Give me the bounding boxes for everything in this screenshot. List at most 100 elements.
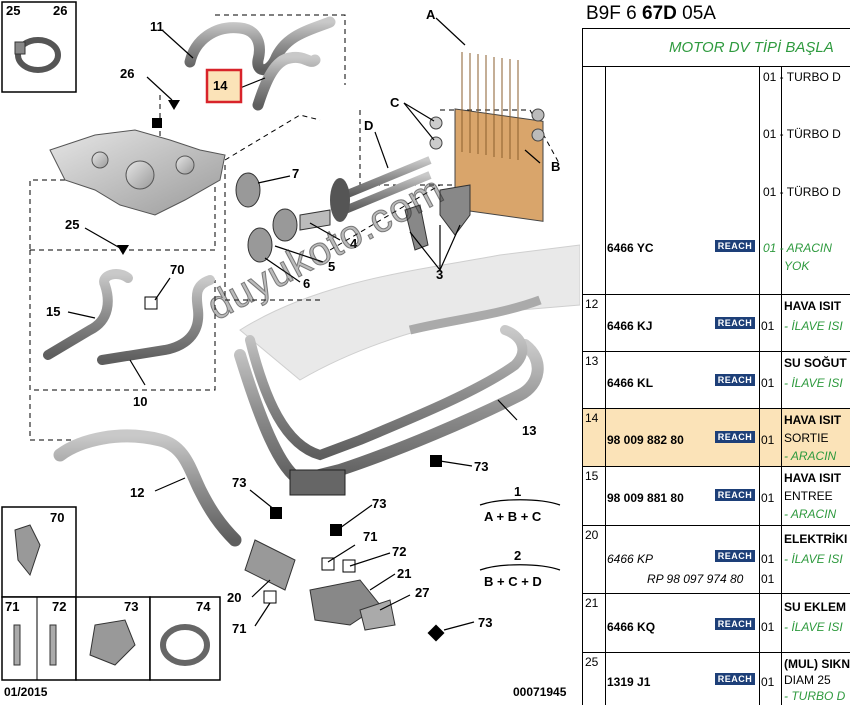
table-title: MOTOR DV TİPİ BAŞLA (583, 29, 850, 67)
callout-27: 27 (415, 585, 430, 600)
table-row[interactable]: 21 6466 KQ REACH 01 SU EKLEM - İLAVE ISI (583, 594, 850, 653)
row-index: 21 (585, 596, 599, 610)
row-qty: 01 (761, 491, 775, 505)
parts-diagram: 25 26 11 14 26 A C D B 7 25 3 4 5 6 15 7… (1, 1, 580, 699)
row-title: SU SOĞUT (784, 356, 847, 370)
row-sub: - TURBO D (784, 689, 846, 703)
row-index: 15 (585, 469, 599, 483)
callout-26-box: 26 (53, 3, 68, 18)
row-qty: 01 (761, 433, 775, 447)
row-line: YOK (784, 259, 810, 273)
callout-14[interactable]: 14 (213, 78, 228, 93)
row-qty: 01 (761, 675, 775, 689)
row-index: 14 (585, 411, 599, 425)
row-line: 01 - TURBO D (763, 70, 841, 84)
part-ref[interactable]: 1319 J1 (607, 675, 651, 689)
legend-2-number: 2 (514, 548, 522, 563)
table-row[interactable]: 13 6466 KL REACH 01 SU SOĞUT - İLAVE ISI (583, 352, 850, 409)
callout-25: 25 (65, 217, 80, 232)
callout-71-b: 71 (232, 621, 247, 636)
row-qty: 01 (761, 552, 775, 566)
part-ref-replacement[interactable]: RP 98 097 974 80 (647, 572, 744, 586)
legend-2-formula: B + C + D (484, 574, 542, 589)
row-sub: - İLAVE ISI (784, 376, 843, 390)
table-row[interactable]: 20 6466 KP REACH 01 RP 98 097 974 80 01 … (583, 526, 850, 594)
row-qty: 01 (761, 376, 775, 390)
callout-26: 26 (120, 66, 135, 81)
callout-72-box: 72 (52, 599, 67, 614)
part-ref[interactable]: 6466 KJ (607, 319, 653, 333)
diagram-drawing (1, 1, 580, 681)
row-line2: SORTIE (784, 431, 829, 445)
row-sub: - ARACIN (784, 449, 837, 463)
callout-B: B (551, 159, 561, 174)
table-row[interactable]: 12 6466 KJ REACH 01 HAVA ISIT - İLAVE IS… (583, 295, 850, 352)
row-title: (MUL) SIKN (784, 657, 850, 671)
row-title: ELEKTRİKI (784, 532, 848, 546)
row-qty: 01 (761, 620, 775, 634)
callout-4: 4 (350, 236, 358, 251)
diagram-date: 01/2015 (4, 685, 48, 699)
callout-74-box: 74 (196, 599, 211, 614)
reach-badge: REACH (715, 240, 755, 252)
reach-badge: REACH (715, 618, 755, 630)
part-ref[interactable]: 98 009 882 80 (607, 433, 684, 447)
callout-70-box: 70 (50, 510, 65, 525)
part-ref[interactable]: 98 009 881 80 (607, 491, 684, 505)
parts-table: MOTOR DV TİPİ BAŞLA 01 - TURBO D 01 - TÜ… (582, 28, 850, 705)
row-sub: - İLAVE ISI (784, 620, 843, 634)
callout-25-box: 25 (6, 3, 21, 18)
callout-71-box: 71 (5, 599, 20, 614)
row-qty2: 01 (761, 572, 775, 586)
row-line: 01 - ARACIN (763, 241, 832, 255)
row-index: 25 (585, 655, 599, 669)
row-title: SU EKLEM (784, 600, 847, 614)
row-line: 01 - TÜRBO D (763, 185, 841, 199)
model-code-bold: 67D (641, 3, 677, 24)
callout-72: 72 (392, 544, 407, 559)
legend-1-formula: A + B + C (484, 509, 542, 524)
row-title: HAVA ISIT (784, 299, 842, 313)
callout-A: A (426, 7, 436, 22)
callout-13: 13 (522, 423, 537, 438)
callout-21: 21 (397, 566, 412, 581)
callout-15: 15 (46, 304, 61, 319)
row-sub: - İLAVE ISI (784, 319, 843, 333)
callout-73-box: 73 (124, 599, 139, 614)
reach-badge: REACH (715, 431, 755, 443)
callout-73-d: 73 (478, 615, 493, 630)
callout-10: 10 (133, 394, 148, 409)
model-code-prefix: B9F 6 (586, 3, 637, 24)
reach-badge: REACH (715, 673, 755, 685)
row-title: HAVA ISIT (784, 413, 842, 427)
callout-71: 71 (363, 529, 378, 544)
callout-D: D (364, 118, 374, 133)
callout-5: 5 (328, 259, 336, 274)
table-row[interactable]: 15 98 009 881 80 REACH 01 HAVA ISIT ENTR… (583, 467, 850, 526)
callout-7: 7 (292, 166, 300, 181)
callout-12: 12 (130, 485, 145, 500)
callout-11: 11 (150, 19, 164, 34)
table-row-selected[interactable]: 14 98 009 882 80 REACH 01 HAVA ISIT SORT… (583, 409, 850, 467)
reach-badge: REACH (715, 374, 755, 386)
row-index: 12 (585, 297, 599, 311)
row-line2: DIAM 25 (784, 673, 831, 687)
callout-70: 70 (170, 262, 185, 277)
part-ref[interactable]: 6466 YC (607, 241, 654, 255)
part-ref[interactable]: 6466 KL (607, 376, 654, 390)
model-code: B9F 6 67D 05A (584, 0, 850, 28)
row-sub: - ARACIN (784, 507, 837, 521)
table-row[interactable]: 25 1319 J1 REACH 01 (MUL) SIKN DIAM 25 -… (583, 653, 850, 705)
row-title: HAVA ISIT (784, 471, 842, 485)
part-ref[interactable]: 6466 KP (607, 552, 654, 566)
row-sub: - İLAVE ISI (784, 552, 843, 566)
reach-badge: REACH (715, 317, 755, 329)
row-line2: ENTREE (784, 489, 833, 503)
part-ref[interactable]: 6466 KQ (607, 620, 656, 634)
callout-20: 20 (227, 590, 242, 605)
table-row[interactable]: 01 - TURBO D 01 - TÜRBO D 01 - TÜRBO D 6… (583, 67, 850, 295)
row-line: 01 - TÜRBO D (763, 127, 841, 141)
callout-73-c: 73 (474, 459, 489, 474)
legend-1-number: 1 (514, 484, 522, 499)
callout-C: C (390, 95, 400, 110)
